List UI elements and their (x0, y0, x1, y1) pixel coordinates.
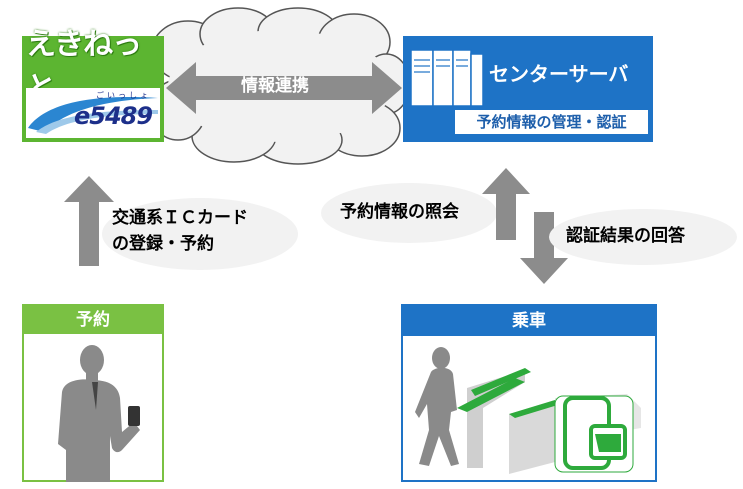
query-up-arrow (482, 168, 530, 240)
ekinet-logo: えきねっと ごいっしょ e5489 (22, 27, 164, 142)
auth-reply-label: 認証結果の回答 (566, 226, 685, 246)
reservation-panel: 予約 (22, 304, 164, 482)
auth-label-bubble (549, 209, 737, 265)
boarding-panel-title: 乗車 (403, 306, 655, 336)
server-subtitle: 予約情報の管理・認証 (455, 110, 648, 134)
center-server: センターサーバ 予約情報の管理・認証 (403, 36, 653, 142)
register-up-arrow (64, 176, 114, 266)
swoosh-icon (28, 97, 158, 134)
reservation-panel-title: 予約 (24, 306, 162, 334)
person-with-phone-icon (58, 345, 140, 482)
ic-card-register-label-line1: 交通系ＩＣカード (112, 208, 248, 228)
server-title: センターサーバ (489, 62, 629, 86)
register-label-bubble (102, 198, 298, 270)
e5489-text: e5489 (74, 102, 153, 130)
auth-down-arrow (520, 212, 568, 284)
query-label: 予約情報の照会 (340, 202, 459, 222)
e5489-logo: ごいっしょ e5489 (26, 88, 160, 138)
server-rack-icon (410, 49, 484, 107)
ekinet-logo-text: えきねっと (26, 27, 142, 106)
ic-card-register-label-line2: の登録・予約 (112, 234, 214, 254)
ruby-text: ごいっしょ (96, 91, 151, 100)
query-label-bubble (321, 183, 497, 243)
boarding-panel: 乗車 (401, 304, 657, 482)
ticket-gate-scene (415, 347, 641, 474)
info-sync-double-arrow (166, 62, 402, 114)
info-sync-label: 情報連携 (241, 76, 309, 96)
